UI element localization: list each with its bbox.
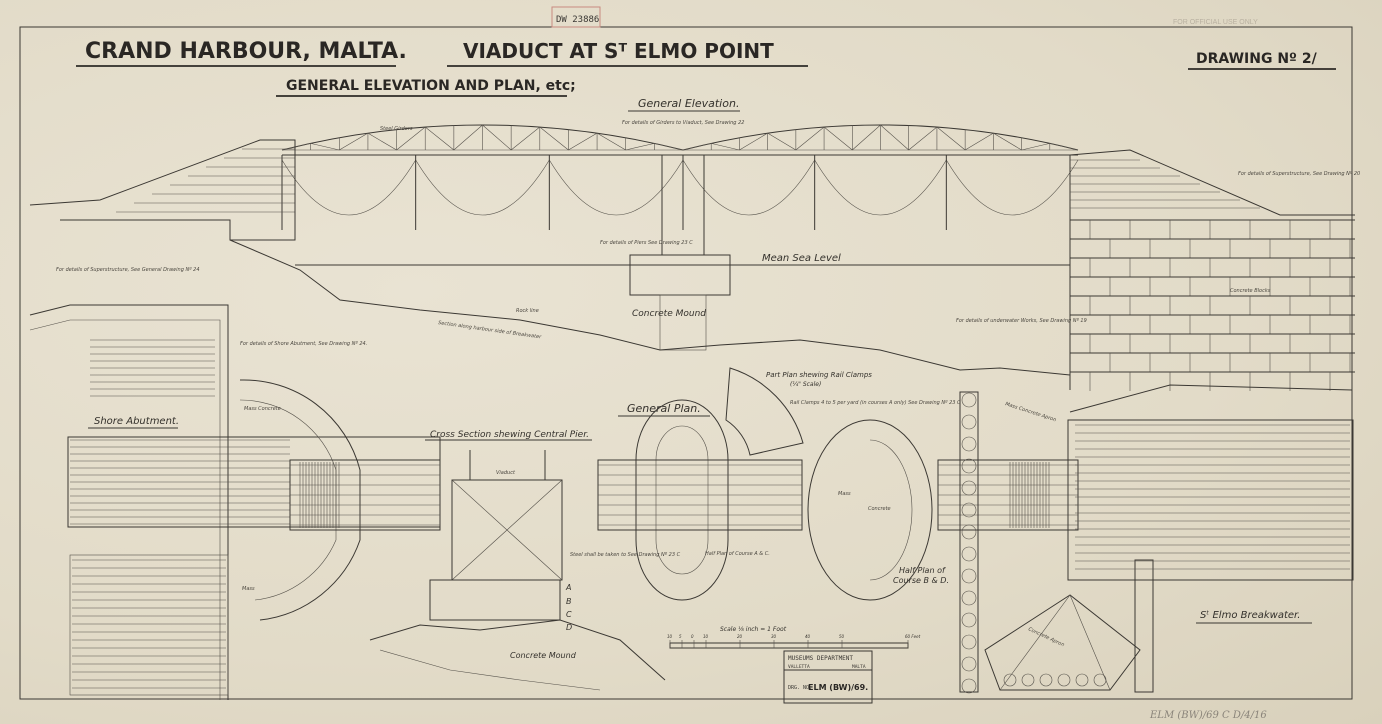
rail-clamp-segment [725,367,804,456]
scale-tick-label: 20 [737,634,743,639]
view-title-half-plan-ac: Half Plan of Course A & C. [705,551,770,557]
cross-section-pier [369,450,666,691]
scale-tick-label: 10 [667,634,673,639]
scale-tick-label: 50 [839,634,845,639]
label-mass-bd: Mass [838,491,851,497]
course-a: A [565,583,571,592]
course-c: C [566,610,572,619]
half-plan-bd-line2: Course B & D. [893,576,949,585]
note-superstructure-right: For details of Superstructure, See Drawi… [1238,171,1360,177]
title-block-drg-number: ELM (BW)/69. [808,683,868,692]
viaduct-truss [281,124,1079,230]
title-block: MUSEUMS DEPARTMENT VALLETTA MALTA DRG. N… [783,650,873,704]
scale-tick-label: 5 [679,634,682,639]
note-superstructure: For details of Superstructure, See Gener… [56,267,200,273]
note-pier: For details of Piers See Drawing 23 C [600,240,693,246]
view-title-part-plan: Part Plan shewing Rail Clamps [766,371,872,379]
view-title-cross-section: Cross Section shewing Central Pier. [430,430,589,440]
title-block-city: VALLETTA [788,664,810,670]
scale-tick-label: 0 [691,634,694,639]
label-rock-line: Rock line [516,308,539,314]
label-steel-girders: Steel Girders [380,126,413,132]
breakwater-plan [959,384,1354,693]
girder-plan-lines [290,462,1078,528]
right-breakwater-blocks [1069,149,1355,391]
label-concrete-bd: Concrete [868,506,891,512]
title-left: CRAND HARBOUR, MALTA. [85,39,407,64]
scale-tick-label: 10 [703,634,709,639]
note-steel-shoe: Steel shall be taken to See Drawing Nº 2… [570,552,681,558]
stamp-text: DW 23886 [556,15,599,25]
label-mean-sea-level: Mean Sea Level [762,253,841,264]
title-block-department: MUSEUMS DEPARTMENT [788,655,853,662]
registry-stamp: DW 23886 [551,6,601,28]
part-plan-scale: (¼" Scale) [790,381,821,388]
note-abutment: For details of Shore Abutment, See Drawi… [240,341,367,347]
title-block-country: MALTA [852,664,866,670]
note-underwater: For details of underwater Works, See Dra… [956,318,1087,324]
course-letters: A B C D [565,583,572,632]
view-title-general-plan: General Plan. [627,402,701,415]
view-title-general-elevation: General Elevation. [638,97,739,110]
view-title-shore-abutment: Shore Abutment. [94,416,179,427]
restriction-text: FOR OFFICIAL USE ONLY [1173,19,1258,26]
handwritten-reference: ELM (BW)/69 C D/4/16 [1149,710,1267,721]
title-center: VIADUCT AT Sᵀ ELMO POINT [463,39,774,63]
left-abutment-masonry [29,139,296,241]
shore-abutment-plan [29,304,441,700]
breakwater-block-circles [961,392,1107,694]
note-rail-clamps: Rail Clamps 4 to 5 per yard (in courses … [790,400,961,406]
label-mass-concrete: Mass Concrete [244,406,281,412]
subtitle: GENERAL ELEVATION AND PLAN, etc; [286,78,576,94]
label-concrete-mound-section: Concrete Mound [510,651,577,660]
label-mass-concrete-apron: Mass Concrete Apron [1004,401,1057,423]
drawing-number: DRAWING Nº 2/ [1196,51,1318,67]
half-plan-bd-arc [807,419,871,601]
course-d: D [566,623,572,632]
scale-tick-label: 40 [805,634,811,639]
half-plan-bd-line1: Half Plan of [899,566,946,575]
label-concrete-mound: Concrete Mound [632,309,706,319]
central-pier [629,154,731,351]
scale-tick-label: 30 [771,634,777,639]
label-section-breakwater: Section along harbour side of Breakwater [438,320,543,341]
title-block-drg-label: DRG. NO. [788,685,812,691]
course-b: B [566,597,572,606]
label-mass: Mass [242,586,255,592]
view-title-breakwater: Sᵗ Elmo Breakwater. [1200,610,1300,621]
seabed-profile [229,239,1071,376]
label-viaduct: Viaduct [496,470,516,476]
breakwater-brickwork [1075,424,1350,570]
label-concrete-blocks: Concrete Blocks [1230,288,1271,294]
scale-tick-label: 60 Feet [905,634,921,639]
scale-label: Scale ⅛ inch = 1 Foot [720,626,787,633]
note-girders: For details of Girders to Viaduct, See D… [622,120,744,126]
abutment-brickwork [70,339,290,689]
